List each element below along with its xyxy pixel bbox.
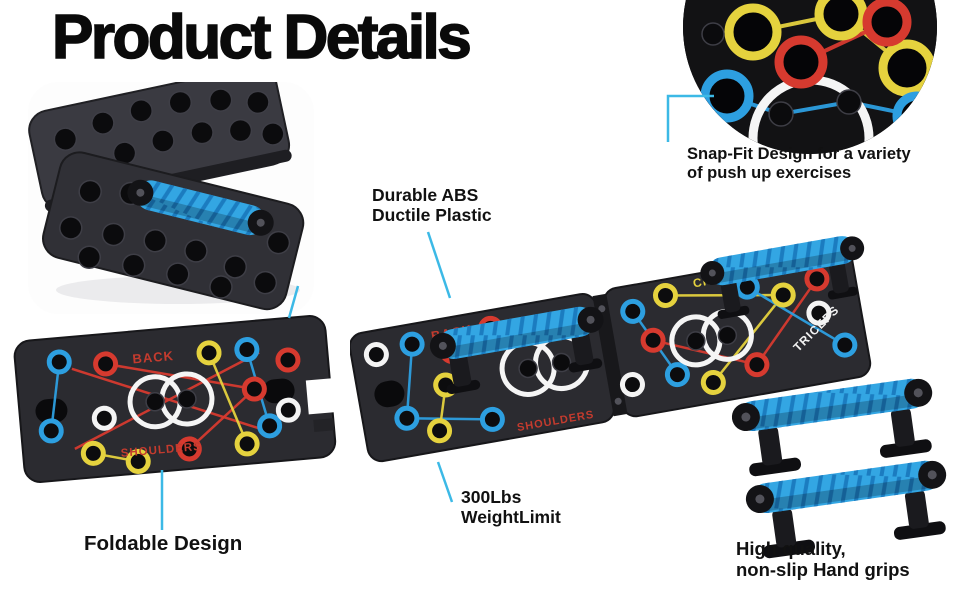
callout-snap-fit: Snap-Fit Design for a variety of push up… [687, 145, 911, 183]
hand-slot [374, 380, 405, 408]
closeup-graphic [683, 0, 937, 154]
callout-weight-line2: WeightLimit [461, 506, 561, 527]
hand-grip-1 [731, 378, 933, 477]
callout-durable: Durable ABS Ductile Plastic [372, 185, 492, 226]
main-board-big-circles [499, 308, 754, 397]
fold-notch [305, 378, 337, 415]
callout-snap-fit-line2: of push up exercises [687, 163, 852, 182]
flat-board: BACK SHOULDERS [13, 315, 337, 483]
callout-foldable: Foldable Design [84, 532, 242, 555]
hand-grip-2 [745, 460, 947, 559]
callout-grips-line2: non-slip Hand grips [736, 559, 910, 581]
callout-foldable-label: Foldable Design [84, 532, 243, 555]
flat-board-image: BACK SHOULDERS [13, 315, 337, 483]
base-grommets [59, 179, 291, 299]
folded-board-base [42, 151, 305, 311]
mounted-handle-right [700, 236, 865, 319]
callout-line-snap-fit [666, 94, 714, 142]
main-board: BACK SHOULDERS CHEST TRICEPS [350, 236, 872, 463]
flat-board-big-circles [127, 371, 215, 430]
callout-durable-line1: Durable ABS [372, 185, 479, 205]
closeup-holes [701, 22, 862, 127]
mounted-handle-left [429, 306, 604, 395]
stowed-handle [127, 179, 274, 236]
folded-board-photo [28, 82, 314, 314]
callout-weight-limit: 300Lbs WeightLimit [461, 487, 561, 528]
callout-grips-line1: High quality, [736, 538, 846, 559]
callout-weight-line1: 300Lbs [461, 487, 522, 507]
callout-hand-grips: High quality, non-slip Hand grips [736, 538, 910, 580]
page-title: Product Details [51, 2, 472, 73]
folded-board-graphic [28, 82, 305, 311]
callout-snap-fit-line1: Snap-Fit Design for a variety [687, 145, 911, 163]
flat-board-rings [38, 337, 301, 474]
flat-board-label-back: BACK [132, 348, 175, 367]
main-board-image: BACK SHOULDERS CHEST TRICEPS [350, 236, 872, 463]
hand-grips-image [731, 378, 947, 559]
closeup-inset [683, 0, 937, 154]
callout-durable-line2: Ductile Plastic [372, 204, 492, 225]
